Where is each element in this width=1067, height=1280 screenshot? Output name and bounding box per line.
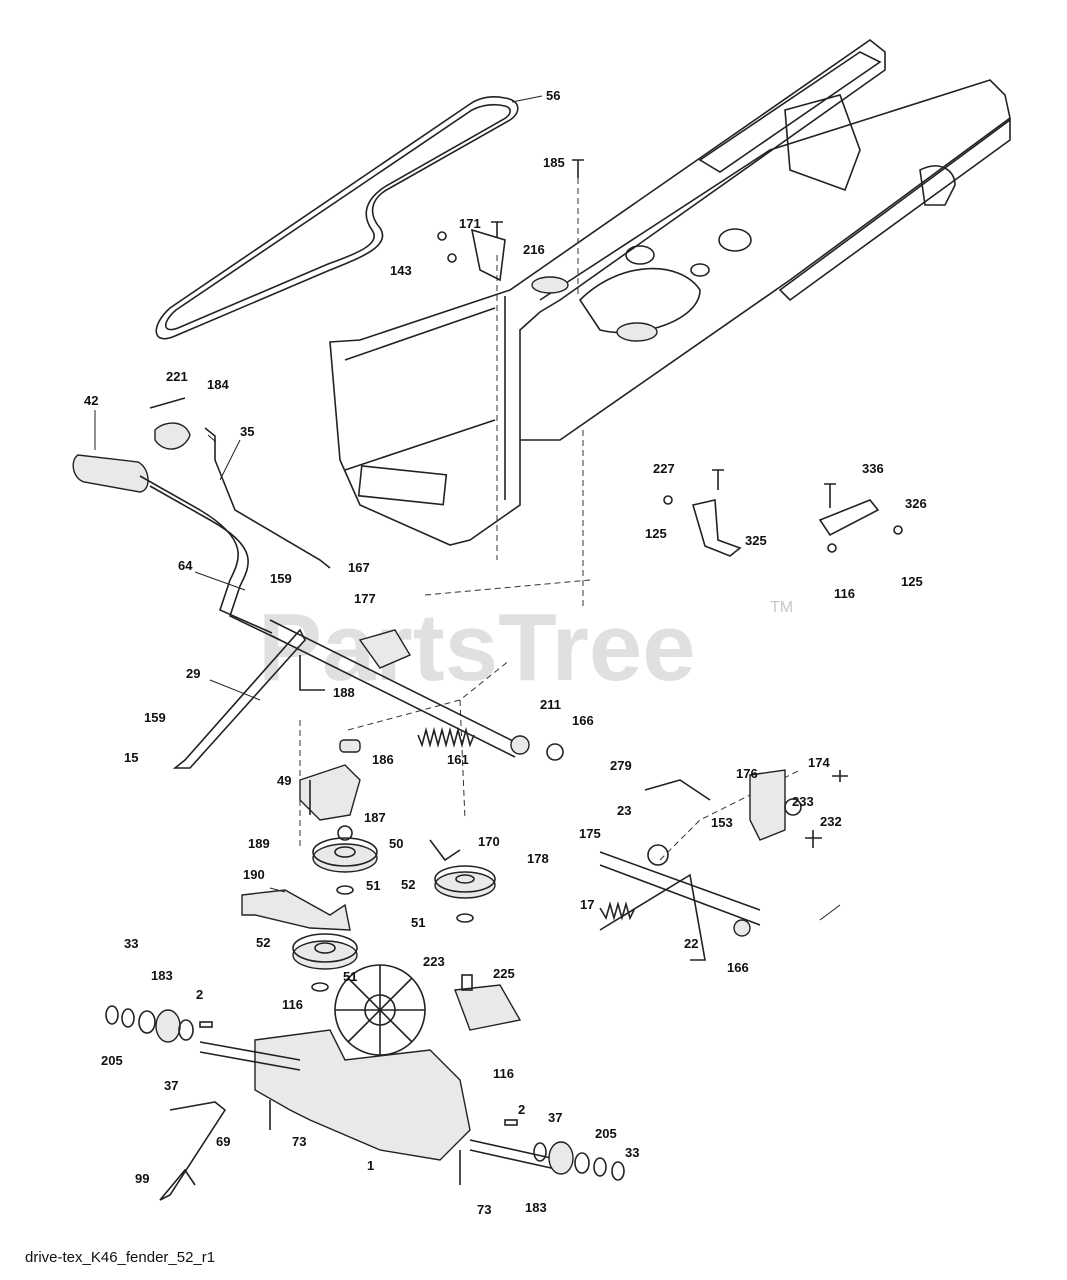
callout-233[interactable]: 233 xyxy=(792,794,814,809)
watermark-trademark: TM xyxy=(770,599,793,616)
callout-232[interactable]: 232 xyxy=(820,814,842,829)
callout-227[interactable]: 227 xyxy=(653,461,675,476)
pedal-assembly[interactable] xyxy=(72,397,331,641)
callout-2-a[interactable]: 2 xyxy=(196,987,203,1002)
callout-184[interactable]: 184 xyxy=(207,377,229,392)
callout-225[interactable]: 225 xyxy=(493,966,515,981)
callout-35[interactable]: 35 xyxy=(240,424,254,439)
callout-185[interactable]: 185 xyxy=(543,155,565,170)
watermark-text: PartsTree xyxy=(258,594,696,701)
callout-186[interactable]: 186 xyxy=(372,752,394,767)
transaxle[interactable] xyxy=(199,964,561,1185)
callout-153[interactable]: 153 xyxy=(711,815,733,830)
drive-belt[interactable] xyxy=(155,96,519,340)
small-brackets[interactable] xyxy=(663,469,903,557)
callout-189[interactable]: 189 xyxy=(248,836,270,851)
callout-52-b[interactable]: 52 xyxy=(256,935,270,950)
callout-183-a[interactable]: 183 xyxy=(151,968,173,983)
frame-hardware[interactable] xyxy=(437,159,584,282)
callout-221[interactable]: 221 xyxy=(166,369,188,384)
callout-325[interactable]: 325 xyxy=(745,533,767,548)
callout-216[interactable]: 216 xyxy=(523,242,545,257)
callout-178[interactable]: 178 xyxy=(527,851,549,866)
callout-166-b[interactable]: 166 xyxy=(727,960,749,975)
callout-205-b[interactable]: 205 xyxy=(595,1126,617,1141)
callout-183-b[interactable]: 183 xyxy=(525,1200,547,1215)
callout-73-a[interactable]: 73 xyxy=(292,1134,306,1149)
callout-1[interactable]: 1 xyxy=(367,1158,374,1173)
chassis-frame[interactable] xyxy=(329,39,1011,546)
callout-51-a[interactable]: 51 xyxy=(366,878,380,893)
callout-33-b[interactable]: 33 xyxy=(625,1145,639,1160)
callout-125-a[interactable]: 125 xyxy=(645,526,667,541)
callout-177[interactable]: 177 xyxy=(354,591,376,606)
callout-73-b[interactable]: 73 xyxy=(477,1202,491,1217)
callout-175[interactable]: 175 xyxy=(579,826,601,841)
bypass-rod[interactable] xyxy=(159,1101,227,1201)
right-linkage[interactable] xyxy=(599,769,848,961)
callout-171[interactable]: 171 xyxy=(459,216,481,231)
callout-22[interactable]: 22 xyxy=(684,936,698,951)
pulleys[interactable] xyxy=(292,837,496,992)
callout-159-a[interactable]: 159 xyxy=(270,571,292,586)
idler-arm-bracket[interactable] xyxy=(299,739,361,841)
diagram-id-label: drive-tex_K46_fender_52_r1 xyxy=(25,1249,215,1266)
callout-161[interactable]: 161 xyxy=(447,752,469,767)
callout-15[interactable]: 15 xyxy=(124,750,138,765)
callout-33-a[interactable]: 33 xyxy=(124,936,138,951)
callouts: 56 185 171 216 143 221 184 42 35 227 336… xyxy=(84,88,927,1217)
callout-336[interactable]: 336 xyxy=(862,461,884,476)
callout-167[interactable]: 167 xyxy=(348,560,370,575)
callout-56[interactable]: 56 xyxy=(546,88,560,103)
callout-69[interactable]: 69 xyxy=(216,1134,230,1149)
callout-125-b[interactable]: 125 xyxy=(901,574,923,589)
callout-159-b[interactable]: 159 xyxy=(144,710,166,725)
callout-326[interactable]: 326 xyxy=(905,496,927,511)
callout-166-a[interactable]: 166 xyxy=(572,713,594,728)
callout-174[interactable]: 174 xyxy=(808,755,830,770)
cross-shaft[interactable] xyxy=(172,619,564,769)
callout-223[interactable]: 223 xyxy=(423,954,445,969)
callout-29[interactable]: 29 xyxy=(186,666,200,681)
callout-64[interactable]: 64 xyxy=(178,558,193,573)
callout-116-a[interactable]: 116 xyxy=(834,586,855,601)
callout-143[interactable]: 143 xyxy=(390,263,412,278)
callout-42[interactable]: 42 xyxy=(84,393,98,408)
leader-lines xyxy=(94,95,841,921)
callout-52-a[interactable]: 52 xyxy=(401,877,415,892)
callout-176[interactable]: 176 xyxy=(736,766,758,781)
callout-49[interactable]: 49 xyxy=(277,773,291,788)
callout-116-b[interactable]: 116 xyxy=(282,997,303,1012)
callout-51-b[interactable]: 51 xyxy=(411,915,425,930)
callout-188[interactable]: 188 xyxy=(333,685,355,700)
callout-37-a[interactable]: 37 xyxy=(164,1078,178,1093)
callout-205-a[interactable]: 205 xyxy=(101,1053,123,1068)
callout-37-b[interactable]: 37 xyxy=(548,1110,562,1125)
callout-2-b[interactable]: 2 xyxy=(518,1102,525,1117)
callout-23[interactable]: 23 xyxy=(617,803,631,818)
callout-116-c[interactable]: 116 xyxy=(493,1066,514,1081)
callout-51-c[interactable]: 51 xyxy=(343,969,357,984)
left-axle-hardware[interactable] xyxy=(105,1005,213,1043)
callout-50[interactable]: 50 xyxy=(389,836,403,851)
belt-guard-190[interactable] xyxy=(241,889,351,931)
callout-279[interactable]: 279 xyxy=(610,758,632,773)
callout-17[interactable]: 17 xyxy=(580,897,594,912)
callout-170[interactable]: 170 xyxy=(478,834,500,849)
callout-187[interactable]: 187 xyxy=(364,810,386,825)
callout-99[interactable]: 99 xyxy=(135,1171,149,1186)
callout-190[interactable]: 190 xyxy=(243,867,265,882)
callout-211[interactable]: 211 xyxy=(540,697,561,712)
right-axle-hardware[interactable] xyxy=(504,1119,625,1181)
